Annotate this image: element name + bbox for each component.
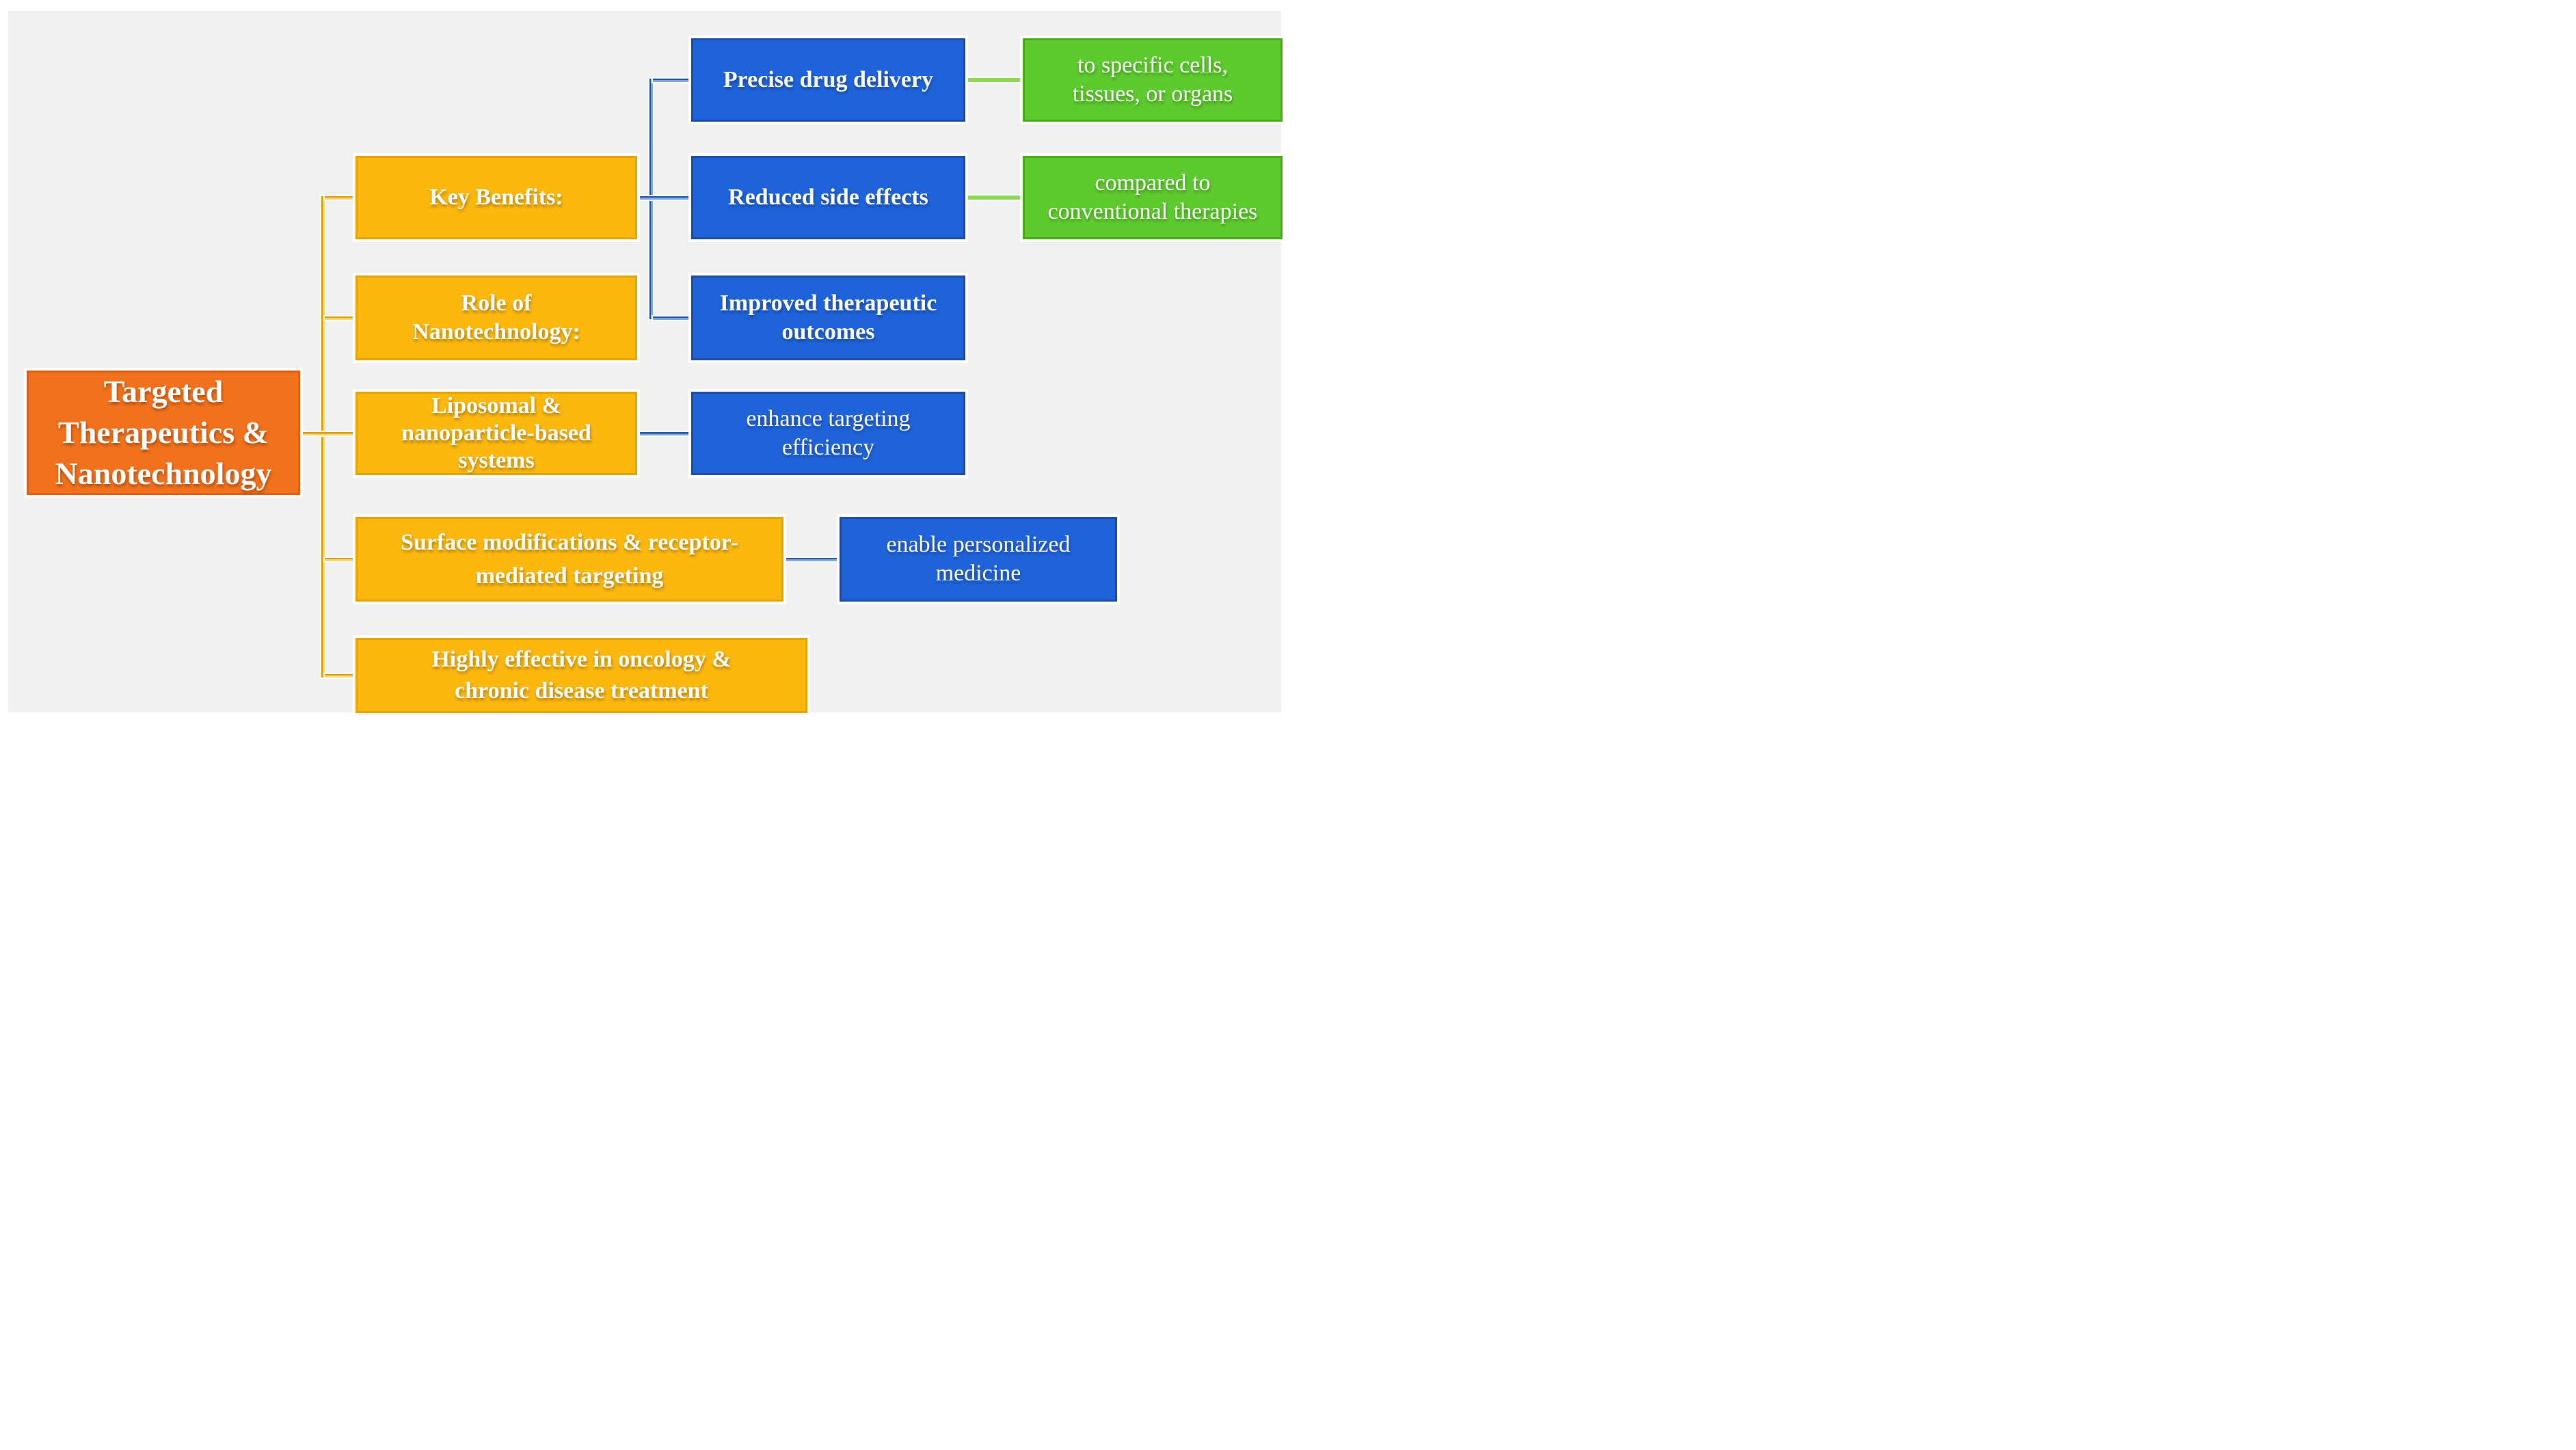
- node-key-benefits: Key Benefits:: [355, 156, 637, 239]
- connector-surface-to-enable: [783, 558, 840, 561]
- connector-trunk-to-role: [325, 317, 355, 320]
- node-oncology-effectiveness: Highly effective in oncology & chronic d…: [355, 638, 807, 713]
- diagram-canvas: Targeted Therapeutics & Nanotechnology K…: [8, 11, 1283, 713]
- connector-key-benefits-to-reduced: [637, 196, 691, 200]
- connector-trunk-to-oncology: [325, 674, 355, 677]
- node-role-of-nanotechnology: Role of Nanotechnology:: [355, 276, 637, 360]
- connector-trunk-to-precise: [653, 79, 691, 82]
- connector-root-to-trunk-and-liposomal: [300, 432, 355, 435]
- node-compared-to-conventional: compared to conventional therapies: [1023, 156, 1283, 239]
- node-enhance-targeting: enhance targeting efficiency: [691, 392, 965, 475]
- connector-precise-to-cells: [965, 78, 1023, 82]
- connector-trunk-to-key-benefits: [325, 196, 355, 200]
- connector-liposomal-to-enhance: [637, 432, 691, 435]
- node-liposomal-systems: Liposomal & nanoparticle-based systems: [355, 392, 637, 475]
- root-node-targeted-therapeutics: Targeted Therapeutics & Nanotechnology: [27, 371, 300, 495]
- node-improved-outcomes: Improved therapeutic outcomes: [691, 276, 965, 360]
- connector-trunk-to-surface: [325, 558, 355, 561]
- connector-trunk-to-improved: [653, 317, 691, 320]
- node-to-specific-cells: to specific cells, tissues, or organs: [1023, 38, 1283, 122]
- node-enable-personalized-medicine: enable personalized medicine: [840, 517, 1117, 602]
- node-precise-drug-delivery: Precise drug delivery: [691, 38, 965, 122]
- node-reduced-side-effects: Reduced side effects: [691, 156, 965, 239]
- connector-reduced-to-conventional: [965, 196, 1023, 200]
- connector-yellow-trunk: [321, 196, 325, 677]
- diagram-page: Targeted Therapeutics & Nanotechnology K…: [0, 0, 1288, 725]
- node-surface-modifications: Surface modifications & receptor- mediat…: [355, 517, 783, 602]
